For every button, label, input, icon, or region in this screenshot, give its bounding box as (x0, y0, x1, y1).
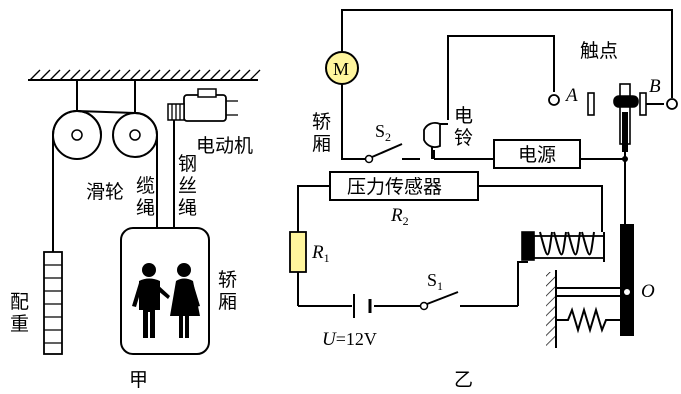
wire-rope-label-3: 绳 (178, 197, 197, 219)
switch-s1 (419, 291, 459, 311)
wall (546, 270, 557, 348)
pivot-o (624, 289, 630, 295)
cable-drum (167, 103, 185, 121)
switch-s2 (364, 143, 403, 164)
car-label-yi-1: 轿 (312, 111, 331, 133)
pulley-label: 滑轮 (86, 181, 124, 203)
r1-label: R1 (311, 242, 330, 265)
counterweight-label-1: 配 (10, 291, 29, 313)
ceiling (28, 69, 261, 81)
car-label-yi-2: 厢 (312, 133, 331, 155)
bell-label-1: 电 (454, 105, 473, 127)
pressure-sensor (329, 171, 479, 201)
wire-rope-label-2: 丝 (178, 175, 197, 197)
switch-s2-label: S2 (375, 121, 391, 144)
contact-label: 触点 (580, 40, 618, 62)
elevator-car (120, 227, 210, 355)
motor-symbol: M (333, 59, 349, 79)
car-label-jia-2: 厢 (218, 291, 237, 313)
r2-label: R2 (390, 205, 409, 228)
voltage-label: U=12V (322, 329, 377, 350)
counterweight (43, 251, 63, 355)
figure-yi: M (289, 9, 678, 391)
motor-label-jia: 电动机 (196, 135, 253, 157)
motor-yi: M (325, 51, 359, 85)
bell-icon (423, 121, 448, 159)
bell-label-2: 铃 (454, 127, 473, 149)
contact-a (548, 92, 595, 116)
cable-label-1: 缆 (136, 175, 155, 197)
contact-a-label: A (564, 85, 578, 106)
contact-b-label: B (649, 76, 661, 97)
caption-yi: 乙 (454, 369, 473, 391)
wire-rope-label-1: 钢 (178, 153, 197, 175)
electromagnet (521, 231, 605, 262)
power-supply (493, 139, 581, 169)
resistor-r1 (289, 231, 307, 273)
car-label-jia-1: 轿 (218, 269, 237, 291)
cable (52, 110, 158, 252)
armature-lever (620, 224, 634, 336)
caption-jia: 甲 (129, 369, 148, 391)
counterweight-label-2: 重 (10, 313, 29, 335)
battery (353, 294, 372, 318)
moving-contact (613, 83, 639, 152)
motor-jia (183, 88, 238, 122)
control-circuit-wires (297, 185, 603, 307)
pivot-label: O (641, 281, 655, 302)
contact-b (639, 92, 678, 116)
sensor-label: 压力传感器 (347, 176, 442, 198)
person-icon (132, 263, 160, 338)
cable-label-2: 绳 (136, 197, 155, 219)
power-label: 电源 (518, 144, 556, 166)
switch-s1-label: S1 (427, 270, 443, 293)
spring (556, 306, 620, 334)
figure-jia: 滑轮 缆 绳 钢 丝 绳 电动机 轿 厢 配 重 甲 (10, 69, 261, 391)
person-icon (170, 263, 200, 338)
